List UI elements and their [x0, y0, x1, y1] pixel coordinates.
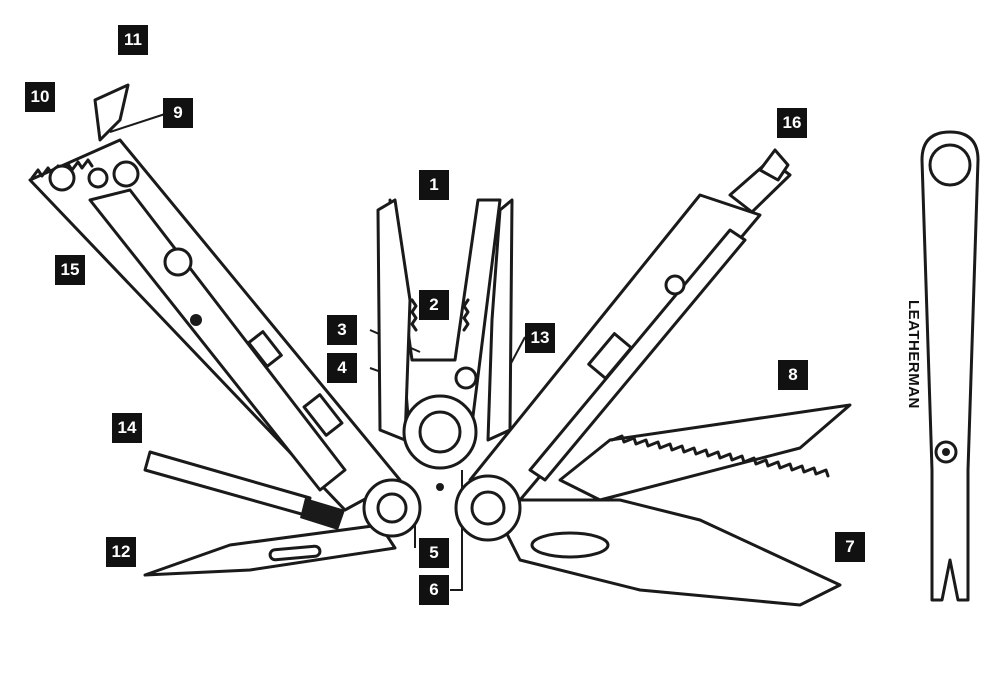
left-blade — [143, 523, 397, 577]
pliers — [376, 198, 514, 470]
callout-11: 11 — [118, 25, 148, 55]
callout-1: 1 — [419, 170, 449, 200]
right-handle — [468, 148, 792, 502]
callout-3: 3 — [327, 315, 357, 345]
callout-2: 2 — [419, 290, 449, 320]
callout-5: 5 — [419, 538, 449, 568]
callout-15: 15 — [55, 255, 85, 285]
callout-4: 4 — [327, 353, 357, 383]
callout-10: 10 — [25, 82, 55, 112]
callout-6: 6 — [419, 575, 449, 605]
callout-7: 7 — [835, 532, 865, 562]
callout-16: 16 — [777, 108, 807, 138]
callout-12: 12 — [106, 537, 136, 567]
main-blade — [488, 498, 842, 607]
brand-text: LEATHERMAN — [905, 300, 922, 409]
driver-bit — [758, 148, 790, 182]
file-rod — [143, 450, 345, 530]
saw-blade — [558, 403, 852, 502]
callout-8: 8 — [778, 360, 808, 390]
callout-9: 9 — [163, 98, 193, 128]
bit-wrench — [920, 130, 980, 602]
pivots — [362, 474, 522, 542]
callout-14: 14 — [112, 413, 142, 443]
left-handle — [28, 83, 402, 512]
callout-13: 13 — [525, 323, 555, 353]
